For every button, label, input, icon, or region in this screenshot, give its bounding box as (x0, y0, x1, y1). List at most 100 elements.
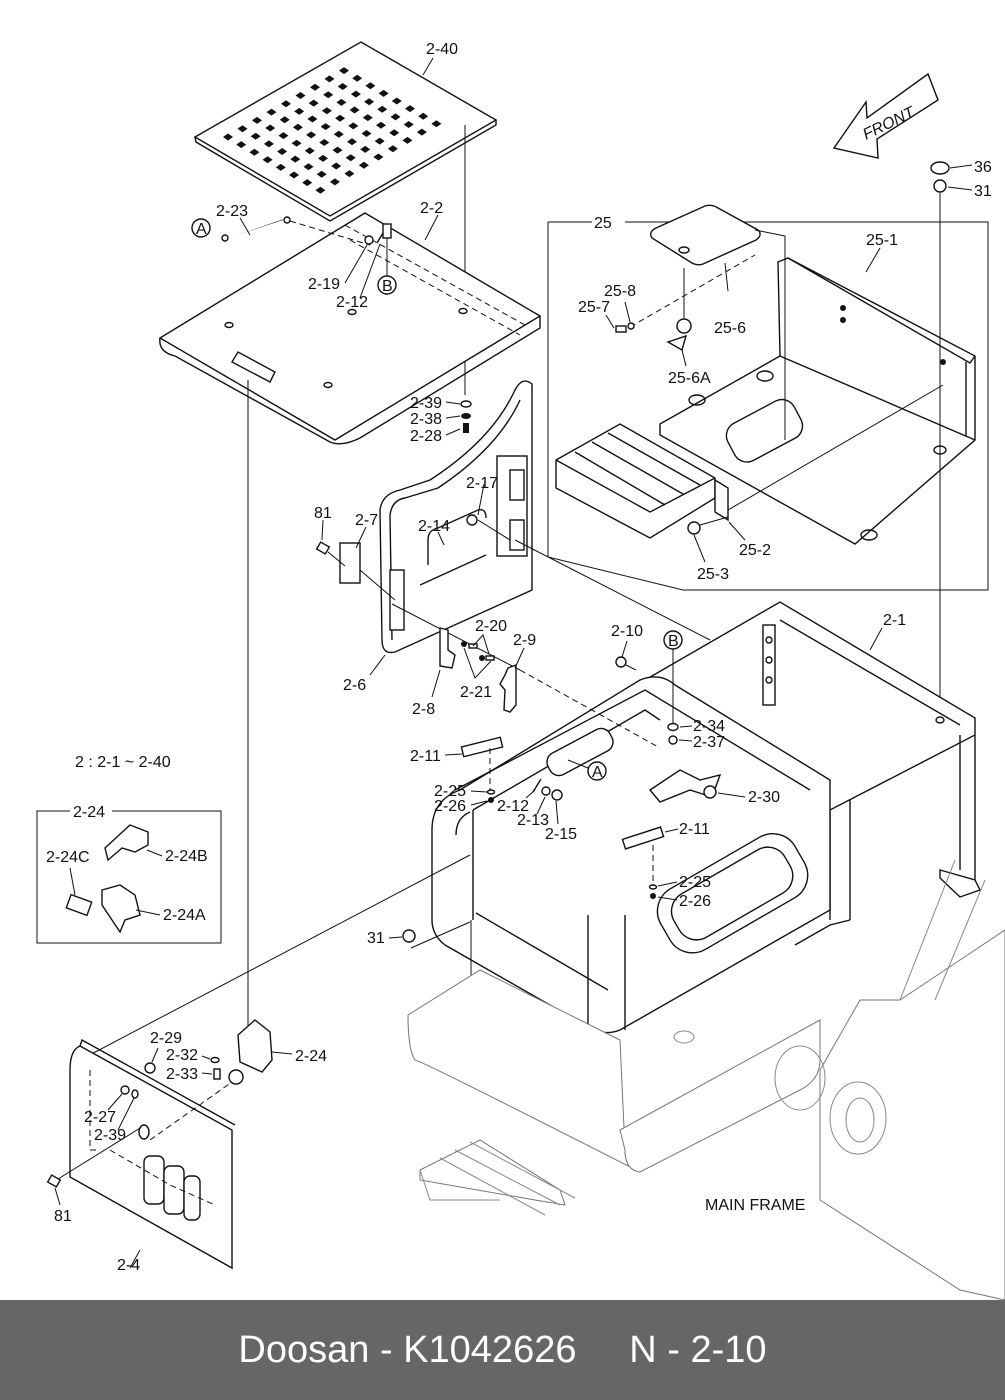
grating-hole (308, 99, 319, 107)
callout-2-14: 2-14 (418, 518, 450, 535)
callout-31-lower: 31 (367, 930, 385, 947)
footer-page-ref: N - 2-10 (629, 1328, 767, 1371)
grating-hole (374, 137, 385, 145)
grating-hole (281, 100, 291, 108)
grating-hole (290, 155, 301, 163)
callout-2-38: 2-38 (410, 411, 442, 428)
grating-hole (332, 146, 343, 154)
floor-plate-2-2 (158, 212, 542, 445)
callout-81-lower: 81 (54, 1208, 72, 1225)
grating-hole (405, 105, 415, 113)
callout-2-25-lower: 2-25 (679, 874, 711, 891)
grating-hole (335, 114, 346, 122)
grating-hole (416, 128, 427, 136)
parts-diagram: FRONT 2-40 2-2 2-23 A 2-19 2-12 (36, 41, 1005, 1300)
grating-hole (352, 74, 363, 82)
callout-2-24A: 2-24A (163, 907, 206, 924)
callout-2-11-upper: 2-11 (410, 748, 441, 765)
main-frame (407, 859, 1005, 1300)
grating-hole (266, 108, 277, 116)
callout-25-8: 25-8 (604, 283, 636, 300)
callout-2-11-lower: 2-11 (679, 821, 710, 838)
grating-hole (390, 113, 401, 121)
footer-brand: Doosan (238, 1328, 370, 1371)
grating-hole (250, 132, 261, 140)
grating-hole (336, 98, 347, 106)
callout-2-10: 2-10 (611, 623, 643, 640)
front-arrow-icon: FRONT (832, 72, 939, 159)
grating-hole (307, 115, 318, 123)
callout-2-34: 2-34 (693, 718, 725, 735)
side-door-2-6 (379, 380, 533, 654)
step-assembly-box-25 (547, 221, 989, 591)
grating-hole (364, 98, 375, 106)
grating-hole (387, 145, 398, 153)
grating-hole (376, 121, 386, 129)
callout-2-24C: 2-24C (46, 849, 90, 866)
callout-B-lower: B (668, 633, 679, 650)
callout-25-1: 25-1 (866, 232, 898, 249)
footer-part-number: K1042626 (403, 1328, 577, 1371)
callout-2-24: 2-24 (295, 1048, 327, 1065)
callout-36: 36 (974, 159, 992, 176)
grating-hole (377, 105, 388, 113)
callout-2-24B: 2-24B (165, 848, 208, 865)
grating-hole (295, 92, 306, 99)
callout-2-6: 2-6 (343, 677, 366, 694)
callout-2-12-top: 2-12 (336, 294, 368, 311)
callout-2-29: 2-29 (150, 1030, 182, 1047)
grating-hole (310, 83, 320, 91)
callout-25-3: 25-3 (697, 566, 729, 583)
grating-hole (329, 178, 340, 186)
front-panel-2-4 (69, 1038, 236, 1270)
grating-hole (403, 121, 414, 128)
callout-2-24-box: 2-24 (73, 804, 105, 821)
grating-hole (331, 162, 342, 170)
grating-hole (347, 138, 357, 146)
callout-A-lower: A (592, 764, 603, 781)
callout-2-26-upper: 2-26 (434, 798, 466, 815)
grating-hole (348, 122, 359, 130)
callout-31-top: 31 (974, 183, 992, 200)
grating-hole (418, 112, 429, 120)
reference-circle-a (191, 218, 211, 238)
callout-2-39-top: 2-39 (410, 395, 442, 412)
detail-box-2-24 (36, 810, 222, 944)
callout-2-27: 2-27 (84, 1109, 116, 1126)
grating-hole (344, 170, 355, 178)
callout-81-top: 81 (314, 505, 332, 522)
grating-hole (339, 67, 349, 75)
grating-hole (306, 131, 317, 139)
callout-25-2: 25-2 (739, 542, 771, 559)
grating-hole (391, 97, 402, 105)
grating-hole (262, 156, 273, 164)
step-25-2 (555, 423, 729, 539)
grating-hole (294, 107, 305, 115)
callout-2-26-lower: 2-26 (679, 893, 711, 910)
grating-hole (402, 136, 413, 144)
reference-circle-b (377, 275, 397, 295)
assembly-note: 2 : 2-1 ~ 2-40 (75, 754, 171, 771)
grating-hole (362, 114, 373, 122)
grating-hole (378, 89, 389, 97)
grating-hole (304, 147, 315, 155)
grating-hole (337, 83, 348, 90)
grating-hole (316, 170, 327, 178)
grating-hole (265, 124, 276, 132)
grating-hole (321, 107, 332, 115)
grating-hole (323, 91, 334, 99)
callout-2-9: 2-9 (513, 632, 536, 649)
callout-2-33: 2-33 (166, 1066, 198, 1083)
grating-hole (360, 145, 371, 153)
grating-hole (263, 140, 274, 148)
grating-hole (302, 179, 313, 187)
callout-2-37: 2-37 (693, 734, 725, 751)
grating-hole (358, 161, 369, 169)
callout-2-15: 2-15 (545, 826, 577, 843)
grating-hole (292, 123, 303, 131)
floor-grating-2-40 (193, 41, 498, 222)
grating-hole (361, 130, 372, 137)
grating-hole (373, 153, 384, 161)
callout-25-6A: 25-6A (668, 370, 711, 387)
grating-hole (249, 148, 260, 156)
